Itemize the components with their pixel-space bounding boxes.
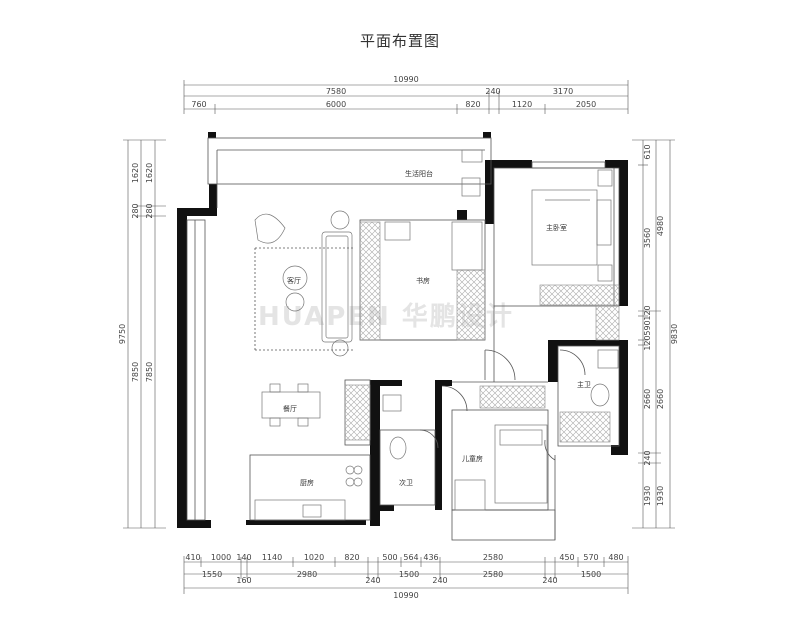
room-label-kids-room: 儿童房: [462, 454, 483, 463]
dim-left-inner: 1620: [145, 163, 154, 183]
dining-table: [261, 391, 321, 419]
dim-bottom-r1: 140: [236, 553, 251, 562]
armchair: [254, 213, 286, 244]
dim-bottom-r2: 1500: [581, 570, 601, 579]
dim-bottom-total: 10990: [393, 591, 418, 600]
dim-right-inner: 240: [643, 450, 652, 465]
dim-bottom-r1: 820: [344, 553, 359, 562]
dimension-lines: [123, 80, 675, 594]
dim-left-mid: 280: [131, 203, 140, 218]
dim-top-r2: 6000: [326, 100, 346, 109]
dim-bottom-r1: 480: [608, 553, 623, 562]
plan-lines: [186, 137, 620, 541]
dimension-texts-right: 610 3560 120 590 120 2660 240 1930 4980 …: [643, 144, 679, 506]
dim-left-outer: 9750: [118, 324, 127, 344]
dim-bottom-r2: 2580: [483, 570, 503, 579]
room-label-second-bath: 次卫: [399, 478, 413, 487]
dim-top-r2: 820: [465, 100, 480, 109]
dim-right-outer: 9830: [670, 324, 679, 344]
side-table: [330, 210, 350, 230]
dim-top-total: 10990: [393, 75, 418, 84]
dim-right-inner: 3560: [643, 228, 652, 248]
dim-bottom-r2: 240: [365, 576, 380, 585]
coffee-table: [282, 265, 308, 291]
cabinets: [344, 221, 620, 443]
room-label-master-bath: 主卫: [577, 380, 591, 389]
dim-bottom-r1: 1020: [304, 553, 324, 562]
dim-bottom-r2: 1550: [202, 570, 222, 579]
dim-right-mid: 1930: [656, 486, 665, 506]
dimension-texts-bottom: 410 1000 140 1140 1020 820 500 564 436 2…: [185, 553, 623, 600]
room-label-study: 书房: [416, 276, 430, 285]
dim-bottom-r1: 436: [423, 553, 438, 562]
dim-bottom-r1: 450: [559, 553, 574, 562]
dim-top-r1: 240: [485, 87, 500, 96]
dim-right-inner: 590: [643, 320, 652, 335]
dim-right-inner: 2660: [643, 389, 652, 409]
dim-bottom-r1: 410: [185, 553, 200, 562]
dim-bottom-r2: 2980: [297, 570, 317, 579]
dim-right-inner: 120: [643, 305, 652, 320]
study-desk: [384, 221, 411, 241]
dim-right-inner: 1930: [643, 486, 652, 506]
kitchen-counter: [254, 499, 346, 521]
dim-right-mid: 2660: [656, 389, 665, 409]
dimension-texts-top: 10990 7580 240 3170 760 6000 820 1120 20…: [191, 75, 596, 109]
dim-bottom-r1: 2580: [483, 553, 503, 562]
dim-top-r1: 3170: [553, 87, 573, 96]
dim-bottom-r1: 564: [403, 553, 418, 562]
dim-left-mid: 1620: [131, 163, 140, 183]
room-label-master-bedroom: 主卧室: [546, 223, 567, 232]
dim-bottom-r1: 1140: [262, 553, 282, 562]
dim-top-r2: 2050: [576, 100, 596, 109]
dim-bottom-r2: 1500: [399, 570, 419, 579]
dim-bottom-r2: 240: [432, 576, 447, 585]
room-labels: 客厅 书房 生活阳台 主卧室 餐厅 厨房 主卫 次卫 儿童房: [283, 169, 591, 487]
dim-right-inner: 610: [643, 144, 652, 159]
dim-bottom-r2: 240: [542, 576, 557, 585]
dim-right-inner: 120: [643, 335, 652, 350]
room-label-living: 客厅: [287, 276, 301, 285]
dim-left-inner: 280: [145, 203, 154, 218]
room-label-kitchen: 厨房: [300, 478, 314, 487]
kids-bed: [494, 424, 548, 504]
dim-bottom-r1: 1000: [211, 553, 231, 562]
dim-top-r2: 760: [191, 100, 206, 109]
walls: [177, 132, 628, 528]
dim-bottom-r2: 160: [236, 576, 251, 585]
furniture: [254, 149, 619, 521]
dimension-texts-left: 9750 1620 280 7850 1620 280 7850: [118, 163, 154, 382]
toilet: [389, 436, 407, 460]
dim-top-r2: 1120: [512, 100, 532, 109]
room-label-dining: 餐厅: [283, 404, 297, 413]
dim-right-mid: 4980: [656, 216, 665, 236]
dim-bottom-r1: 570: [583, 553, 598, 562]
sofa: [321, 231, 353, 343]
dim-left-inner: 7850: [145, 362, 154, 382]
dim-top-r1: 7580: [326, 87, 346, 96]
dim-bottom-r1: 500: [382, 553, 397, 562]
room-label-utility-balcony: 生活阳台: [405, 169, 433, 178]
page-title: 平面布置图: [359, 32, 440, 50]
dim-left-mid: 7850: [131, 362, 140, 382]
